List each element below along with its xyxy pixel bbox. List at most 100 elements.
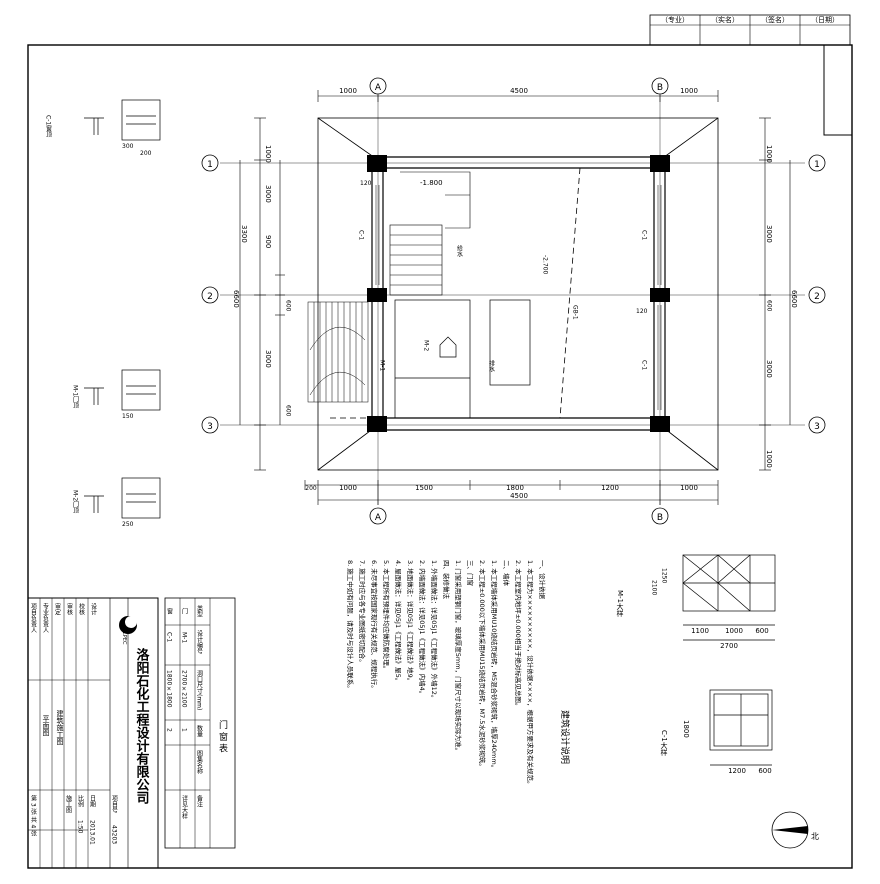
- dim-label: 1000: [725, 627, 743, 635]
- stage-label: 施工图: [65, 794, 72, 814]
- table-header: 洞口尺寸(mm): [196, 669, 203, 710]
- dim-label: 2100: [651, 580, 658, 595]
- detail-title: M-2门顶: [72, 490, 79, 514]
- dim-label: 150: [122, 413, 134, 420]
- columns: [367, 155, 670, 432]
- note-line: 8. 施工中如有问题，请及时与设计人员联系。: [346, 560, 355, 692]
- note-line: 1. 门窗采用塑钢门窗，玻璃厚度5mm，门窗尺寸以现场实际为准。: [454, 560, 463, 754]
- design-notes: 建筑设计说明 一、设计依据 1. 本工程为××××××××××，设计依据××××…: [346, 560, 571, 788]
- table-header: 数量: [196, 724, 203, 738]
- dim-label: 600: [758, 767, 771, 775]
- dim-label: 1000: [339, 484, 357, 492]
- project-label: 项目号: [111, 795, 118, 814]
- header-cell: （签名）: [761, 15, 789, 24]
- north-label: 北: [811, 832, 820, 841]
- elevation-label: -1.800: [420, 179, 443, 187]
- dim-label: 1000: [339, 87, 357, 95]
- dim-label: 200: [305, 485, 317, 492]
- north-arrow-icon: [771, 811, 809, 849]
- dim-label: 600: [285, 300, 292, 312]
- dim-label: 6600: [790, 290, 798, 308]
- header-cell: （专业）: [661, 15, 689, 24]
- axis-bubbles: [201, 77, 826, 525]
- window-elevation: [709, 689, 773, 766]
- dim-label: 3000: [765, 225, 773, 243]
- dim-label: 300: [122, 143, 134, 150]
- title-row-label: 审核: [66, 602, 73, 616]
- note-line: 3. 地面做法：详见05J1《工程做法》地9。: [406, 560, 415, 684]
- axis-label: 3: [814, 422, 820, 432]
- axis-label: 2: [207, 292, 213, 302]
- note-line: 四、装修做法: [442, 560, 451, 600]
- sheet-number: 第 3 张 共 4 张: [30, 794, 37, 837]
- dim-label: 1000: [765, 145, 773, 163]
- entrance-steps: [307, 301, 369, 403]
- inner-room: [394, 299, 531, 419]
- door-tag: M-2: [423, 340, 430, 351]
- date-value: 2013.01: [89, 820, 96, 845]
- date-label: 日期: [89, 795, 96, 808]
- door-tag: M-1: [379, 360, 386, 371]
- drawing-name: 建筑施工图: [56, 709, 64, 746]
- table-cell: 门: [181, 607, 188, 615]
- header-cell: （实名）: [711, 15, 739, 24]
- scale-label: 比例: [77, 794, 84, 808]
- note-line: 2. 本工程±0.000以下墙体采用MU15烧结页岩砖，M7.5水泥砂浆砌筑。: [478, 560, 487, 770]
- elevation-label: -2.700: [542, 255, 549, 275]
- dim-label: 3300: [240, 225, 248, 243]
- door-elevation: [682, 554, 776, 641]
- axis-label: 1: [207, 160, 213, 170]
- dim-label: 2700: [720, 642, 738, 650]
- dim-label: 3000: [765, 360, 773, 378]
- table-cell: 1: [181, 728, 188, 732]
- company-logo: [119, 616, 137, 634]
- dim-label: 1800: [682, 720, 690, 738]
- table-cell: 2: [166, 728, 173, 732]
- axis-label: 1: [814, 160, 820, 170]
- dim-label: 600: [755, 627, 768, 635]
- table-header: 设计编号: [196, 629, 203, 655]
- table-cell: 2700×2100: [181, 670, 188, 708]
- axis-label: A: [375, 83, 382, 93]
- dim-label: 1100: [691, 627, 709, 635]
- dim-label: 200: [140, 150, 152, 157]
- table-cell: 窗: [166, 607, 173, 615]
- table-header: 备注: [196, 794, 203, 808]
- dim-label: 600: [285, 405, 292, 417]
- dim-label: 1200: [728, 767, 746, 775]
- table-header: 类型: [196, 604, 203, 617]
- table-cell: 1800×1800: [166, 670, 173, 708]
- scale-value: 1:50: [77, 820, 84, 834]
- elevation-title: C-1大样: [660, 730, 668, 757]
- note-line: 三、门窗: [466, 560, 475, 586]
- notes-title: 建筑设计说明: [559, 710, 571, 764]
- dim-label: 4500: [510, 492, 528, 500]
- window-tag: C-1: [641, 360, 648, 370]
- axis-label: B: [657, 83, 663, 93]
- note-line: 2. 本工程室内地坪±0.000相当于绝对标高见总图。: [514, 560, 523, 709]
- axis-label: 2: [814, 292, 820, 302]
- pipe-label: 排水: [488, 359, 495, 372]
- note-line: 1. 外墙面做法：详见05J1《工程做法》外墙12。: [430, 560, 439, 701]
- detail-sections: [84, 99, 161, 519]
- dim-label: 3000: [264, 185, 272, 203]
- table-cell: 详见大样: [181, 794, 188, 820]
- detail-title: C-1窗顶: [45, 115, 52, 138]
- dim-label: 1500: [415, 484, 433, 492]
- detail-title: M-1门顶: [72, 385, 79, 409]
- dim-label: 250: [122, 521, 134, 528]
- axis-label: B: [657, 513, 663, 523]
- title-row-label: 校核: [78, 602, 85, 616]
- header-cell: （日期）: [811, 16, 839, 24]
- sheet-label: 平面图: [42, 715, 50, 737]
- axis-lines: [220, 95, 805, 505]
- window-tag: C-1: [641, 230, 648, 240]
- dim-label: 1000: [680, 484, 698, 492]
- title-row-label: 项目负责人: [30, 603, 37, 633]
- note-line: 1. 本工程为××××××××××，设计依据××××，根据甲方要求及有关规范。: [526, 560, 535, 788]
- dim-label: 1800: [506, 484, 524, 492]
- dim-label: 900: [264, 235, 272, 248]
- dim-label: 6600: [232, 290, 240, 308]
